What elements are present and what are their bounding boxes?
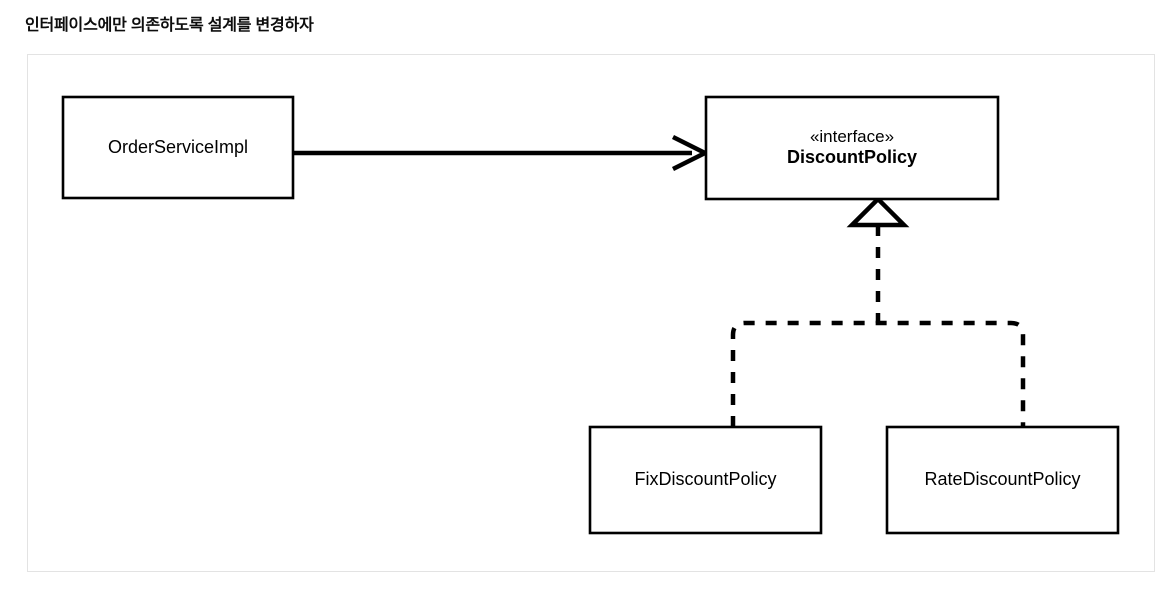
uml-diagram-canvas [61, 95, 1120, 535]
edge-realization-tree [730, 195, 1026, 427]
edge-dependency-order-to-policy [292, 134, 711, 172]
realization-hollow-triangle-arrowhead [846, 195, 910, 228]
uml-box-order-service-impl[interactable] [61, 95, 295, 200]
realization-branch-dashed [730, 320, 1026, 427]
uml-box-fix-discount-policy[interactable] [588, 425, 823, 535]
page-title: 인터페이스에만 의존하도록 설계를 변경하자 [25, 17, 314, 34]
diagram-panel: OrderServiceImpl «interface» DiscountPol… [27, 54, 1155, 572]
uml-box-discount-policy[interactable] [704, 95, 1000, 201]
uml-box-rate-discount-policy[interactable] [885, 425, 1120, 535]
